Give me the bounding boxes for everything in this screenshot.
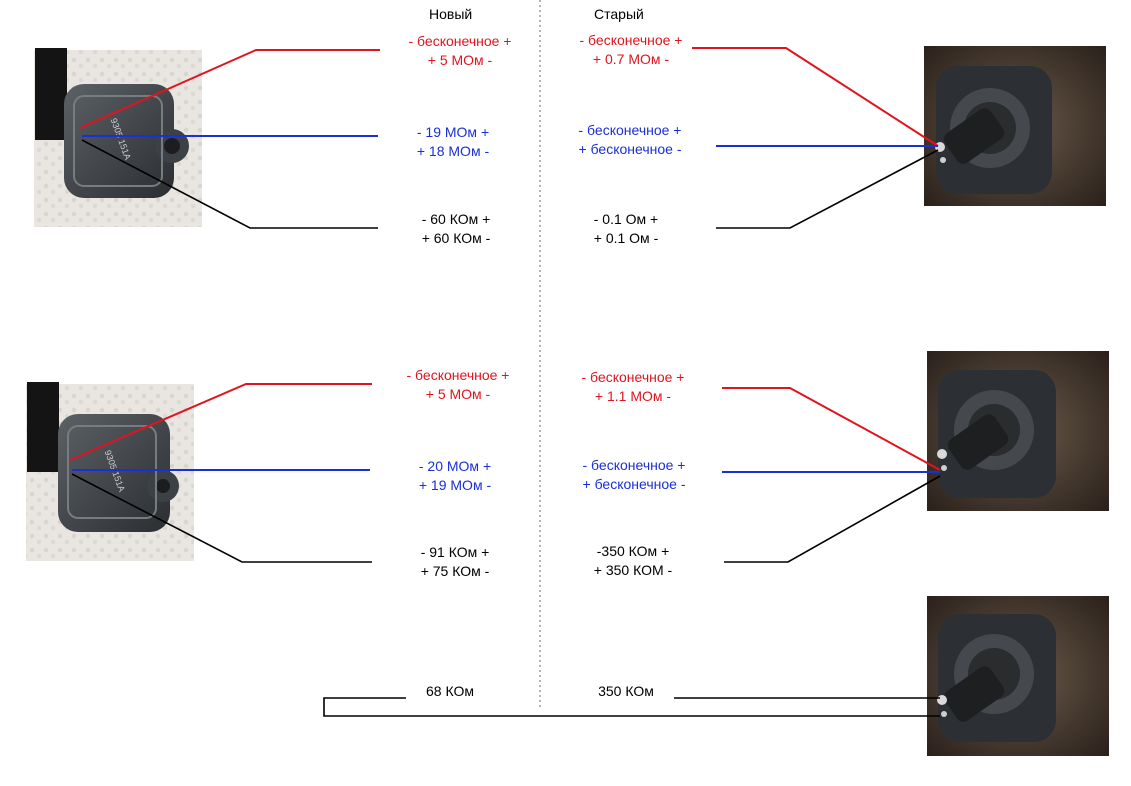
wire-black-old-1	[716, 149, 939, 229]
g2-new-red-label: - бесконечное + + 5 МОм -	[378, 366, 538, 404]
g2-new-blue-line1: - 20 МОм +	[418, 458, 492, 474]
g1-old-blue-line2: + бесконечное -	[578, 141, 682, 157]
g1-new-black-line2: + 60 КОм -	[421, 230, 491, 246]
wire-black-old-2	[724, 475, 941, 563]
g2-old-blue-line2: + бесконечное -	[582, 476, 686, 492]
g2-old-red-line1: - бесконечное +	[581, 369, 685, 385]
g2-new-black-line1: - 91 КОм +	[420, 544, 490, 560]
g2-old-blue-line1: - бесконечное +	[582, 457, 686, 473]
g1-new-black-label: - 60 КОм + + 60 КОм -	[376, 210, 536, 248]
old-sensor-photo-2	[927, 351, 1109, 511]
wire-red-new-2	[69, 383, 372, 461]
g1-old-red-line1: - бесконечное +	[579, 32, 683, 48]
g1-old-black-label: - 0.1 Ом + + 0.1 Ом -	[546, 210, 706, 248]
g2-new-blue-line2: + 19 МОм -	[418, 477, 492, 493]
wire-red-old-2	[722, 387, 941, 471]
g2-new-red-line1: - бесконечное +	[406, 367, 510, 383]
g1-new-red-line1: - бесконечное +	[408, 33, 512, 49]
new-sensor-photo-2: 9305 151A	[26, 382, 194, 561]
g2-old-black-label: -350 КОм + + 350 КОМ -	[553, 542, 713, 580]
g2-new-black-line2: + 75 КОм -	[420, 563, 490, 579]
new-sensor-photo-1: 9305 151A	[34, 48, 202, 227]
g2-new-red-line2: + 5 МОм -	[425, 386, 491, 402]
wire-bottom-new	[323, 697, 940, 717]
old-sensor-photo-1	[924, 46, 1106, 206]
wire-black-new-1	[81, 139, 378, 229]
g2-old-black-line2: + 350 КОМ -	[593, 562, 673, 578]
header-new: Новый	[429, 6, 473, 22]
g1-old-black-line2: + 0.1 Ом -	[593, 230, 659, 246]
wire-black-new-2	[71, 473, 372, 563]
wire-red-new-1	[79, 49, 380, 129]
g2-old-blue-label: - бесконечное + + бесконечное -	[554, 456, 714, 494]
g1-old-red-line2: + 0.7 МОм -	[592, 51, 670, 67]
g2-new-blue-label: - 20 МОм + + 19 МОм -	[375, 457, 535, 495]
header-old: Старый	[594, 6, 644, 22]
g1-new-blue-label: - 19 МОм + + 18 МОм -	[373, 123, 533, 161]
g1-old-blue-line1: - бесконечное +	[578, 122, 682, 138]
g1-new-black-line1: - 60 КОм +	[421, 211, 491, 227]
g2-old-red-line2: + 1.1 МОм -	[594, 388, 672, 404]
g2-old-black-line1: -350 КОм +	[596, 543, 670, 559]
g1-new-red-label: - бесконечное + + 5 МОм -	[380, 32, 540, 70]
bottom-old-label: 350 КОм	[598, 683, 654, 699]
g1-new-blue-line1: - 19 МОм +	[416, 124, 490, 140]
g2-new-black-label: - 91 КОм + + 75 КОм -	[375, 543, 535, 581]
g1-new-blue-line2: + 18 МОм -	[416, 143, 490, 159]
bottom-new-label: 68 КОм	[426, 683, 474, 699]
g1-old-blue-label: - бесконечное + + бесконечное -	[550, 121, 710, 159]
g1-old-red-label: - бесконечное + + 0.7 МОм -	[551, 31, 711, 69]
g2-old-red-label: - бесконечное + + 1.1 МОм -	[553, 368, 713, 406]
wire-red-old-1	[692, 47, 939, 147]
g1-old-black-line1: - 0.1 Ом +	[593, 211, 659, 227]
g1-new-red-line2: + 5 МОм -	[427, 52, 493, 68]
old-sensor-photo-3	[927, 596, 1109, 756]
